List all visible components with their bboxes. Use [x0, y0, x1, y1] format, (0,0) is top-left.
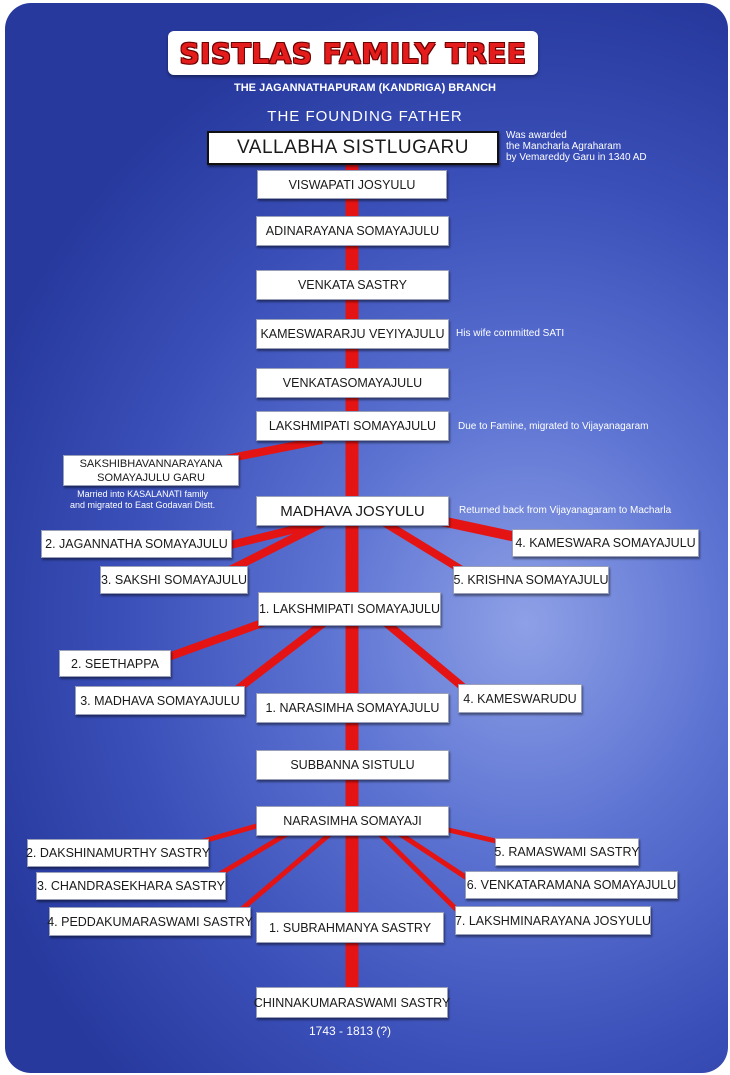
connector-kameswarudu	[382, 618, 473, 697]
connector-madhava-soma	[227, 618, 328, 699]
connector-seethappa	[158, 618, 267, 664]
person-kameswarudu: 4. KAMESWARUDU	[458, 684, 582, 713]
founding-father-label: THE FOUNDING FATHER	[267, 108, 463, 125]
connector-venkataramana	[398, 831, 472, 883]
person-jagannatha: 2. JAGANNATHA SOMAYAJULU	[41, 530, 232, 558]
founder-note: Was awarded the Mancharla Agraharam by V…	[506, 130, 647, 163]
person-chandrasekhara: 3. CHANDRASEKHARA SASTRY	[36, 872, 226, 900]
person-madhava-josyulu: MADHAVA JOSYULU	[256, 496, 449, 526]
person-lakshmipati: LAKSHMIPATI SOMAYAJULU	[256, 411, 449, 441]
person-madhava-somayajulu: 3. MADHAVA SOMAYAJULU	[75, 686, 245, 715]
person-viswapati: VISWAPATI JOSYULU	[257, 170, 447, 199]
connector-lakshminarayana	[378, 832, 464, 917]
person-lakshminarayana: 7. LAKSHMINARAYANA JOSYULU	[455, 906, 651, 935]
person-venkatasomayajulu: VENKATASOMAYAJULU	[256, 368, 449, 398]
note-sakshi-migration: Married into KASALANATI family and migra…	[70, 489, 216, 510]
person-peddakumaraswami: 4. PEDDAKUMARASWAMI SASTRY	[47, 907, 253, 936]
connector-dakshinamurthy	[199, 822, 261, 845]
title-banner: SISTLAS FAMILY TREE	[168, 31, 538, 75]
person-seethappa: 2. SEETHAPPA	[59, 650, 171, 677]
person-subrahmanya: 1. SUBRAHMANYA SASTRY	[256, 912, 444, 943]
person-subbanna: SUBBANNA SISTULU	[256, 750, 449, 780]
person-adinarayana: ADINARAYANA SOMAYAJULU	[256, 216, 449, 246]
person-sakshibhavannarayana: SAKSHIBHAVANNARAYANA SOMAYAJULU GARU	[63, 455, 239, 486]
person-dakshinamurthy: 2. DAKSHINAMURTHY SASTRY	[26, 839, 210, 867]
note-famine: Due to Famine, migrated to Vijayanagaram	[458, 421, 649, 432]
note-sati: His wife committed SATI	[456, 328, 565, 339]
note-returned: Returned back from Vijayanagaram to Mach…	[459, 505, 672, 516]
founder-box: VALLABHA SISTLUGARU	[207, 131, 499, 165]
person-kameswararju: KAMESWARARJU VEYIYAJULU	[256, 319, 449, 349]
person-venkata-sastry: VENKATA SASTRY	[256, 270, 449, 300]
person-sakshi-somayajulu: 3. SAKSHI SOMAYAJULU	[100, 566, 248, 594]
lifespan-years: 1743 - 1813 (?)	[308, 1024, 392, 1038]
connector-ramaswami	[439, 825, 501, 845]
person-narasimha-somayajulu: 1. NARASIMHA SOMAYAJULU	[256, 693, 449, 723]
person-kameswara: 4. KAMESWARA SOMAYAJULU	[512, 529, 699, 557]
page-title: SISTLAS FAMILY TREE	[179, 36, 527, 70]
person-chinnakumaraswami: CHINNAKUMARASWAMI SASTRY	[254, 987, 450, 1018]
person-krishna: 5. KRISHNA SOMAYAJULU	[453, 566, 609, 594]
person-ramaswami: 5. RAMASWAMI SASTRY	[494, 838, 640, 866]
connector-peddakumaraswami	[233, 832, 332, 917]
person-venkataramana: 6. VENKATARAMANA SOMAYAJULU	[465, 871, 678, 899]
person-narasimha-somayaji: NARASIMHA SOMAYAJI	[256, 806, 449, 836]
person-lakshmipati-somayajulu-1: 1. LAKSHMIPATI SOMAYAJULU	[258, 592, 441, 626]
founder-name: VALLABHA SISTLUGARU	[237, 137, 469, 158]
branch-subtitle: THE JAGANNATHAPURAM (KANDRIGA) BRANCH	[234, 82, 496, 94]
